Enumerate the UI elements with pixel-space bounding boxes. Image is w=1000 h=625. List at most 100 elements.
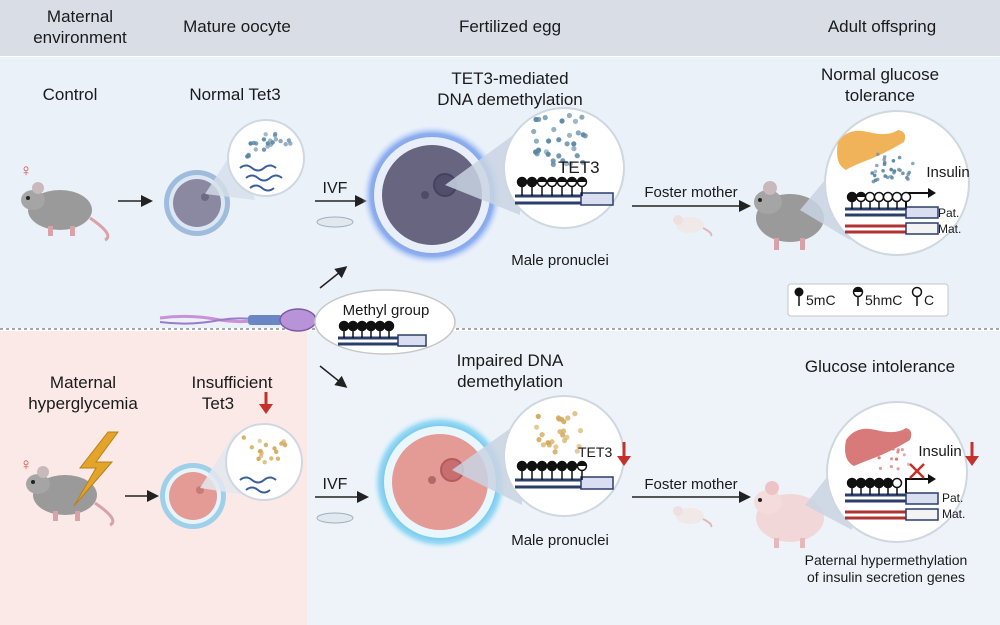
- molecule-dot: [261, 137, 267, 142]
- control-fert-label: TET3-mediated DNA demethylation: [395, 68, 625, 110]
- methyl-mark-5hmc-fill: [567, 177, 577, 182]
- molecule-dot: [564, 434, 570, 440]
- control-male-pronuclei: Male pronuclei: [511, 252, 609, 269]
- control-outcome-line1: Normal glucose: [820, 65, 940, 84]
- hyper-female-symbol: ♀: [19, 455, 33, 474]
- methyl-mark-5hmc-fill: [537, 177, 547, 182]
- methyl-mark-5mc: [846, 477, 858, 489]
- methyl-mark-5hmc-fill: [557, 177, 567, 182]
- hyper-offspring-magnifier: [826, 401, 968, 543]
- sperm-icon: [159, 308, 317, 332]
- hyper-outcome: Glucose intolerance: [804, 357, 956, 376]
- molecule-dot: [882, 155, 887, 159]
- molecule-dot: [572, 411, 578, 417]
- hyper-mat-label: Mat.: [942, 507, 966, 521]
- hyper-mouse-icon: [26, 466, 115, 527]
- legend-c-icon: [911, 286, 923, 306]
- molecule-dot: [241, 435, 246, 440]
- control-insulin-dots: [870, 152, 915, 184]
- molecule-dot: [577, 428, 584, 434]
- molecule-dot: [273, 137, 279, 142]
- molecule-dot: [897, 155, 902, 160]
- methyl-mark-5mc: [526, 176, 538, 188]
- molecule-dot: [572, 118, 579, 124]
- hyper-oocyte-line1: Insufficient: [191, 373, 273, 392]
- molecule-dot: [256, 456, 261, 461]
- legend-5hmc-label: 5hmC: [865, 292, 903, 308]
- methyl-mark-5mc: [864, 477, 876, 489]
- molecule-dot: [560, 158, 566, 164]
- molecule-dot: [873, 169, 878, 174]
- header-mature-oocyte: Mature oocyte: [183, 17, 291, 36]
- control-pat-label: Pat.: [938, 206, 960, 220]
- hyper-fert-line1: Impaired DNA: [456, 351, 564, 370]
- molecule-dot: [871, 179, 876, 184]
- molecule-dot: [566, 112, 573, 119]
- hyper-egg-cytoplasm: [392, 434, 488, 530]
- molecule-dot: [534, 424, 540, 430]
- control-outcome-line2: tolerance: [845, 86, 915, 105]
- molecule-dot: [896, 467, 900, 471]
- sperm-arrow-down: [319, 365, 348, 388]
- header-band: [0, 0, 1000, 56]
- control-foster-label: Foster mother: [644, 184, 738, 201]
- hyper-ivf-dish: [316, 512, 354, 524]
- methyl-mark-5mc: [516, 460, 528, 472]
- methyl-mark-5mc: [365, 320, 377, 332]
- hyper-ivf-label: IVF: [322, 476, 348, 493]
- molecule-dot: [552, 449, 558, 455]
- molecule-dot: [265, 144, 270, 149]
- methyl-mark-5mc: [516, 176, 528, 188]
- molecule-dot: [872, 173, 877, 178]
- molecule-dot: [540, 442, 547, 448]
- hyper-egg-tet3-dots: [534, 411, 584, 455]
- control-egg-zoom: [445, 130, 520, 215]
- methyl-mark-c: [882, 191, 894, 203]
- molecule-dot: [263, 442, 269, 448]
- hyper-egg-pronucleus-small: [428, 476, 436, 484]
- methyl-mark-c: [891, 191, 903, 203]
- molecule-dot: [885, 175, 890, 180]
- molecule-dot: [906, 172, 910, 177]
- hyper-gene-marks: [846, 477, 903, 495]
- hyper-oocyte-label: Insufficient Tet3: [172, 372, 292, 414]
- header-adult-offspring: Adult offspring: [827, 17, 937, 36]
- control-oocyte-magnifier: [227, 119, 305, 197]
- molecule-dot: [565, 415, 571, 421]
- molecule-dot: [891, 159, 896, 163]
- header-fertilized-egg: Fertilized egg: [458, 17, 562, 36]
- molecule-dot: [571, 146, 577, 152]
- molecule-dot: [889, 465, 893, 469]
- molecule-dot: [579, 114, 585, 120]
- insufficient-tet3-down-arrow-icon: [259, 392, 273, 414]
- molecule-dot: [253, 147, 258, 152]
- molecule-dot: [883, 446, 887, 450]
- methyl-mark-5mc: [374, 320, 386, 332]
- molecule-dot: [257, 438, 262, 444]
- molecule-dot: [282, 443, 288, 448]
- molecule-dot: [270, 140, 275, 145]
- molecule-dot: [557, 429, 563, 435]
- hyper-gene-diagram: [845, 474, 939, 521]
- molecule-dot: [881, 169, 885, 173]
- control-egg-pronucleus-small: [421, 191, 429, 199]
- hyper-insulin-label: Insulin: [918, 443, 962, 460]
- methyl-mark-5mc: [338, 320, 350, 332]
- legend-5mc-label: 5mC: [806, 292, 836, 308]
- molecule-dot: [571, 141, 577, 147]
- control-egg-cytoplasm: [382, 145, 482, 245]
- control-egg-tet3-dots: [531, 112, 588, 167]
- control-mat-label: Mat.: [938, 222, 962, 236]
- hyper-foster-label: Foster mother: [644, 476, 738, 493]
- methyl-mark-5mc: [846, 191, 858, 203]
- lightning-icon: [73, 431, 119, 507]
- molecule-dot: [876, 152, 880, 157]
- control-mouse-icon: [21, 182, 110, 242]
- control-ivf-dish: [316, 216, 354, 228]
- molecule-dot: [533, 116, 539, 123]
- hyper-note: Paternal hypermethylation of insulin sec…: [776, 552, 996, 586]
- methyl-mark-5mc: [873, 477, 885, 489]
- control-gene-marks: [846, 191, 912, 209]
- molecule-dot: [875, 163, 879, 168]
